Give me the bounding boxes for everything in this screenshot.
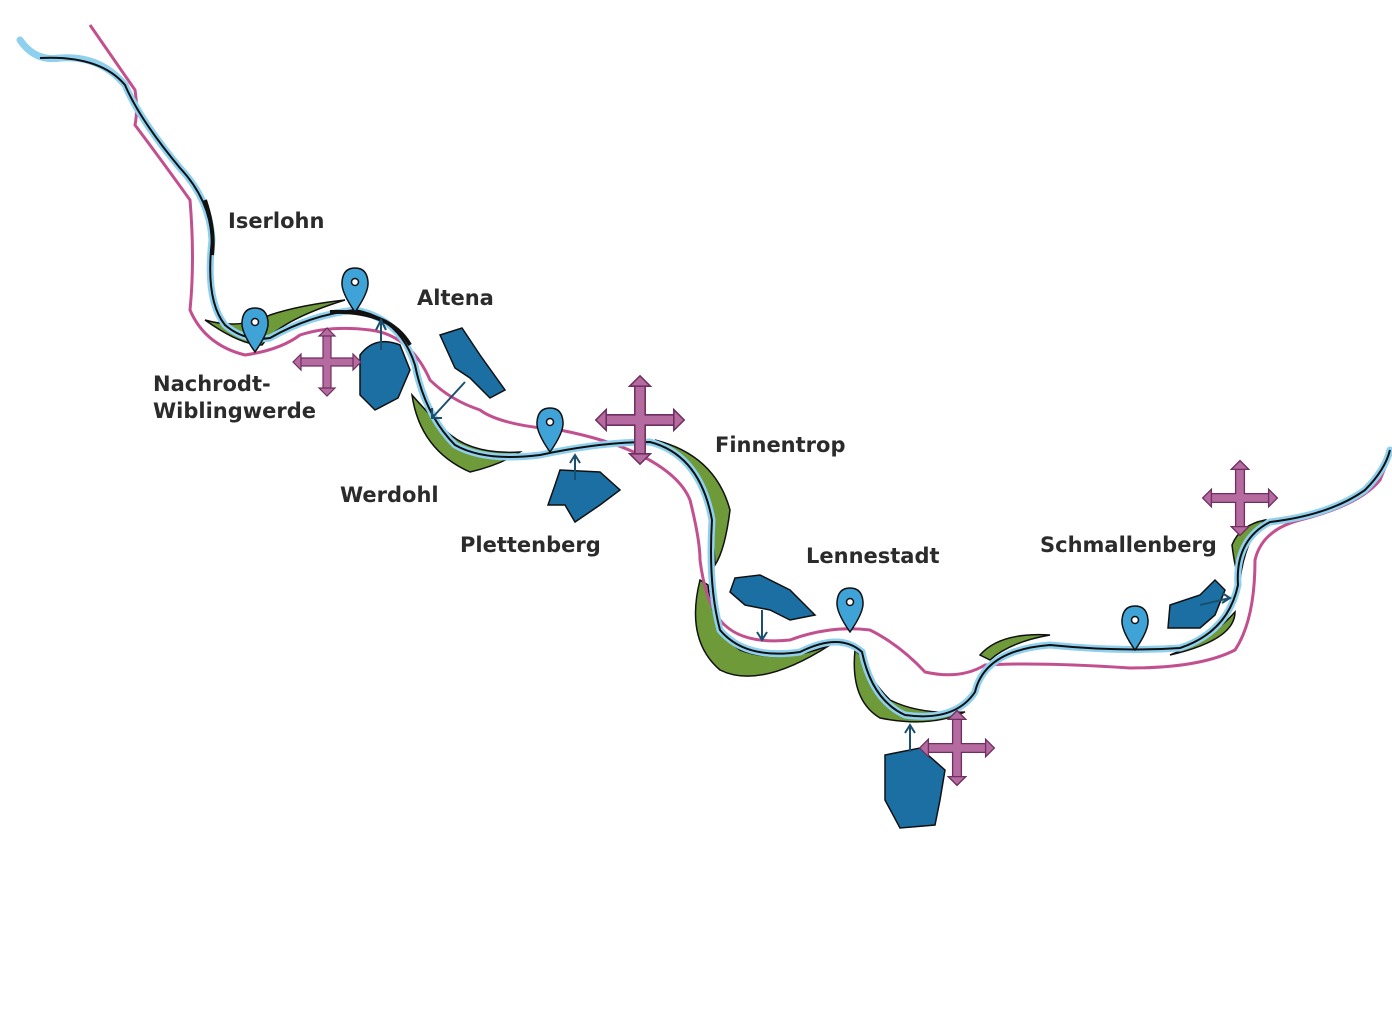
label-iserlohn: Iserlohn <box>228 209 325 233</box>
map-pin-icon <box>341 267 369 314</box>
direction-arrows <box>375 317 1232 752</box>
map-pin-icon <box>836 587 864 634</box>
label-finnentrop: Finnentrop <box>715 433 846 457</box>
label-plettenberg: Plettenberg <box>460 533 601 557</box>
label-lennestadt: Lennestadt <box>806 544 940 568</box>
crossroads <box>292 327 1279 787</box>
map-pin-icon <box>536 407 564 454</box>
town-area-shape <box>729 574 817 621</box>
crossroads-arrows-icon <box>594 374 686 466</box>
crossroads-arrows-icon <box>292 327 362 397</box>
town-area-shape <box>546 469 622 524</box>
town-area-shape <box>359 340 411 411</box>
town-area-shape <box>884 747 946 829</box>
label-nachrodt: Nachrodt- <box>153 372 271 396</box>
label-altena: Altena <box>417 286 494 310</box>
map-pin-icon <box>241 307 269 354</box>
town-area-shape <box>438 327 507 399</box>
river-outline <box>39 56 1391 718</box>
pins <box>241 267 1149 652</box>
label-schmallenberg: Schmallenberg <box>1040 533 1217 557</box>
crossroads-arrows-icon <box>918 709 996 787</box>
road-line <box>88 24 1392 677</box>
label-wiblingwerde: Wiblingwerde <box>153 399 317 423</box>
label-werdohl: Werdohl <box>340 483 439 507</box>
map-pin-icon <box>1121 605 1149 652</box>
town-areas <box>359 327 1226 829</box>
crossroads-arrows-icon <box>1201 459 1279 537</box>
town-area-shape <box>1167 578 1226 629</box>
